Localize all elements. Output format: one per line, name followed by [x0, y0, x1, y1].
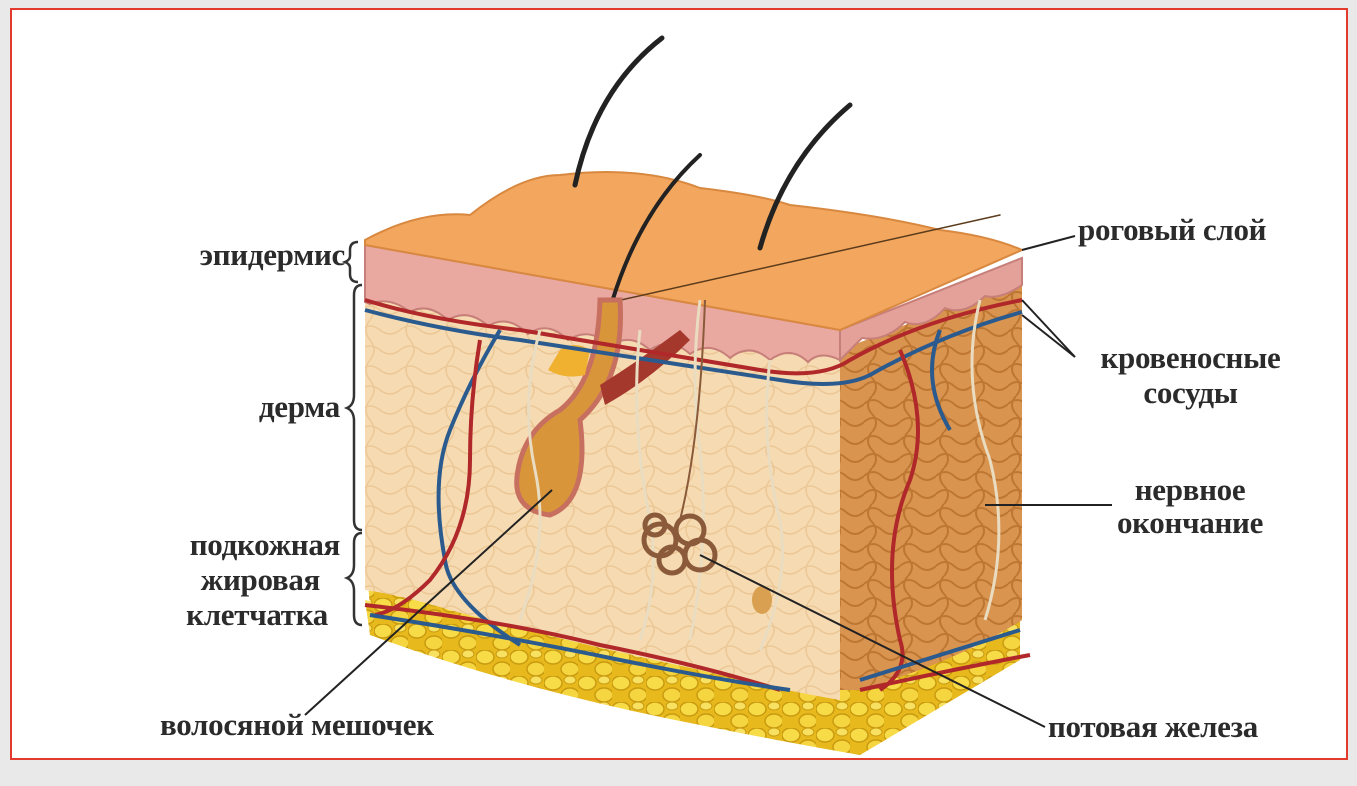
label-blood-vessels-line1: кровеносные: [1068, 343, 1313, 373]
label-stratum-corneum: роговый слой: [1078, 215, 1266, 245]
layer-braces: [345, 242, 362, 625]
label-subcutaneous-line1: подкожная: [120, 530, 340, 560]
label-subcutaneous-line3: клетчатка: [120, 600, 328, 630]
label-sweat-gland: потовая железа: [1048, 712, 1258, 742]
label-blood-vessels-line2: сосуды: [1068, 378, 1313, 408]
label-dermis: дерма: [140, 392, 340, 422]
label-epidermis: эпидермис: [140, 240, 345, 270]
label-subcutaneous-line2: жировая: [120, 565, 320, 595]
label-nerve-ending-line2: окончание: [1095, 508, 1285, 538]
label-hair-follicle: волосяной мешочек: [160, 710, 434, 740]
label-nerve-ending-line1: нервное: [1095, 475, 1285, 505]
